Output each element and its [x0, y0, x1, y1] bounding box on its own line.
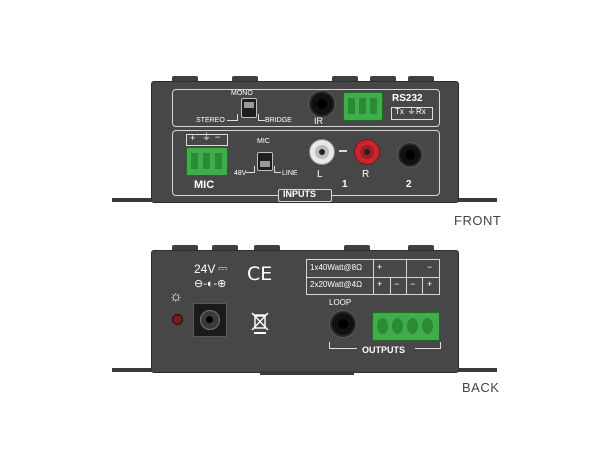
front-top-tab [232, 76, 258, 82]
front-panel-view: MONO STEREO BRIDGE IR RS232 Tx ⏚ Rx + ⏚ … [112, 76, 502, 228]
bridge-label: BRIDGE [265, 117, 292, 124]
line-label: LINE [282, 170, 298, 177]
rca-left-label: L [317, 169, 323, 180]
inputs-tag [278, 189, 332, 202]
mic-label: MIC [194, 179, 215, 191]
wiring-cell: + [377, 279, 383, 289]
back-top-tab [212, 245, 238, 251]
rs232-terminal[interactable] [343, 92, 383, 121]
inputs-label: INPUTS [283, 189, 317, 199]
mic-terminal-legend-box [186, 134, 228, 146]
wiring-col-divider [422, 277, 423, 294]
loop-label: LOOP [329, 298, 352, 307]
rx-label: Rx [416, 107, 426, 116]
input-1-number: 1 [342, 179, 348, 190]
input-2-number: 2 [406, 179, 412, 190]
front-chassis [151, 81, 459, 203]
front-top-tab [332, 76, 358, 82]
mic-switch-label: MIC [257, 138, 270, 145]
front-upper-section [172, 89, 440, 127]
back-left-flange [112, 368, 156, 372]
back-top-tab [408, 245, 434, 251]
front-left-flange [112, 198, 156, 202]
mode-switch[interactable] [241, 98, 257, 118]
rca-left-white-jack[interactable] [309, 139, 335, 165]
back-top-tab [254, 245, 280, 251]
wiring-cell: − [394, 279, 400, 289]
wiring-cell: − [427, 262, 433, 272]
wiring-col-divider [406, 260, 407, 294]
wiring-col-divider [390, 277, 391, 294]
wiring-cell: + [427, 279, 433, 289]
front-view-label: FRONT [454, 213, 502, 228]
wiring-cell: + [377, 262, 383, 272]
ground-symbol-icon: ⏚ [407, 106, 417, 116]
mic-switch-bracket [274, 166, 281, 173]
48v-label: 48V [234, 170, 247, 177]
mic-terminal[interactable] [186, 147, 228, 176]
rca-right-label: R [362, 169, 370, 180]
wiring-mode-1: 1x40Watt@8Ω [310, 263, 363, 272]
weee-crossed-bin-icon [250, 311, 270, 335]
front-top-tab [370, 76, 396, 82]
outputs-label: OUTPUTS [362, 345, 406, 355]
rs232-label: RS232 [392, 93, 423, 104]
mode-switch-bracket [258, 114, 265, 121]
rs232-pin-box [391, 107, 433, 120]
mode-switch-bracket [227, 114, 238, 121]
tx-label: Tx [395, 107, 404, 116]
loop-jack[interactable] [330, 311, 356, 337]
rca-right-red-jack[interactable] [354, 139, 380, 165]
input-2-jack[interactable] [398, 143, 422, 167]
front-top-tab [408, 76, 434, 82]
front-right-flange [453, 198, 497, 202]
wiring-table [306, 259, 440, 295]
front-top-tab [172, 76, 198, 82]
back-view-label: BACK [462, 380, 500, 395]
ce-mark: CE [247, 263, 273, 285]
wiring-mode-2: 2x20Watt@4Ω [310, 280, 363, 289]
back-bottom-rail [260, 371, 354, 375]
ir-label: IR [314, 116, 323, 126]
mono-label: MONO [231, 90, 253, 97]
polarity-symbol-icon: ⊖-◐-⊕ [194, 278, 227, 290]
mic-plus-label: + [190, 133, 196, 143]
wiring-col-divider [373, 260, 374, 294]
mic-minus-label: − [215, 132, 221, 142]
stereo-label: STEREO [196, 117, 225, 124]
dc-symbol-icon: ⎓ [218, 261, 228, 275]
back-panel-view: 24V ⎓ ⊖-◐-⊕ CE ☼ 1x40Watt@8Ω + − 2x20Wat… [0, 225, 610, 450]
back-top-tab [172, 245, 198, 251]
mic-ground-label: ⏚ [202, 132, 212, 142]
outputs-tag [357, 345, 415, 356]
back-right-flange [453, 368, 497, 372]
dc-power-jack[interactable] [193, 303, 227, 337]
mic-line-switch[interactable] [257, 152, 273, 171]
power-led [172, 314, 183, 325]
wiring-cell: − [410, 279, 416, 289]
voltage-label: 24V [194, 262, 216, 276]
power-indicator-icon: ☼ [169, 288, 183, 305]
back-top-tab [344, 245, 370, 251]
rca-pair-divider [339, 150, 347, 152]
mic-switch-bracket [246, 166, 255, 173]
ir-jack[interactable] [309, 91, 335, 117]
output-terminal[interactable] [372, 312, 440, 341]
